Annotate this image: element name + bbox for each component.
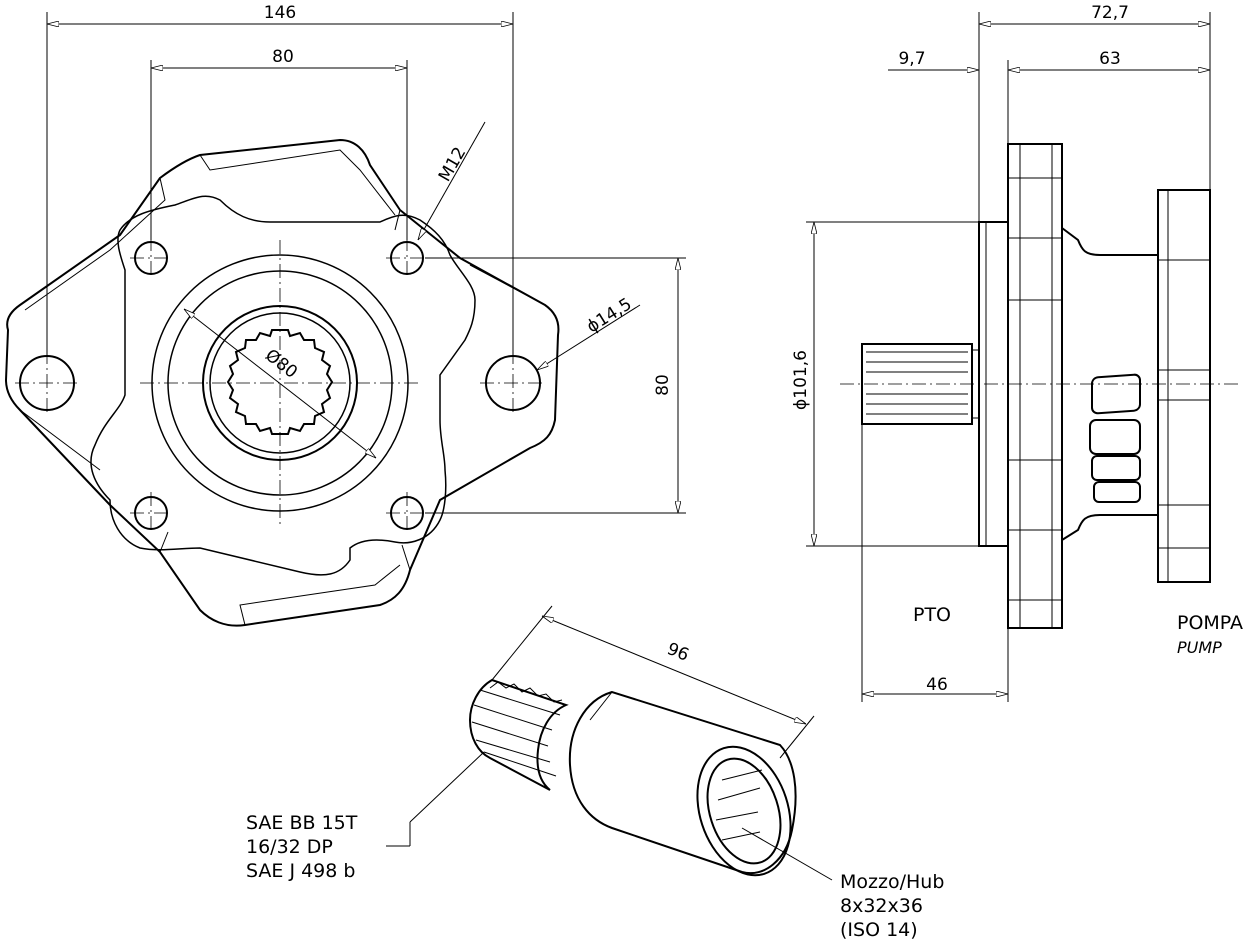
label-hub-line1: Mozzo/Hub xyxy=(840,871,944,893)
dim-80-vertical: 80 xyxy=(653,374,673,396)
front-view xyxy=(4,138,560,627)
hub-iso-view xyxy=(468,678,797,877)
label-pump: PUMP xyxy=(1177,638,1222,657)
label-sae-line3: SAE J 498 b xyxy=(246,860,355,882)
pump-flange xyxy=(1157,189,1211,583)
side-dimensions: 72,7 9,7 63 ϕ101,6 46 xyxy=(791,3,1211,702)
label-sae-line2: 16/32 DP xyxy=(246,836,333,858)
hub-cylinder xyxy=(568,690,797,875)
label-hub-line2: 8x32x36 xyxy=(840,895,923,917)
dim-46: 46 xyxy=(926,675,948,695)
dim-phi-101-6: ϕ101,6 xyxy=(791,350,811,410)
logo-slots xyxy=(1089,373,1141,503)
label-hub-line3: (ISO 14) xyxy=(840,919,918,941)
dim-72-7: 72,7 xyxy=(1091,3,1129,23)
side-view xyxy=(840,143,1240,629)
label-pompa: POMPA xyxy=(1177,612,1243,634)
outer-bracket xyxy=(4,138,560,627)
dim-96: 96 xyxy=(664,639,692,666)
dim-9-7: 9,7 xyxy=(898,49,925,69)
dim-m12: M12 xyxy=(435,144,470,185)
label-pto: PTO xyxy=(913,604,951,626)
inner-flange xyxy=(90,195,476,576)
pto-flange-plate xyxy=(1007,143,1063,629)
dim-dia-80: Ø80 xyxy=(261,345,301,382)
dim-80-horizontal: 80 xyxy=(272,47,294,67)
hub-spline-shaft xyxy=(468,678,569,791)
dim-phi-14-5: ϕ14,5 xyxy=(583,294,635,337)
dim-63: 63 xyxy=(1099,49,1121,69)
dim-146: 146 xyxy=(264,3,296,23)
label-sae-line1: SAE BB 15T xyxy=(246,812,358,834)
